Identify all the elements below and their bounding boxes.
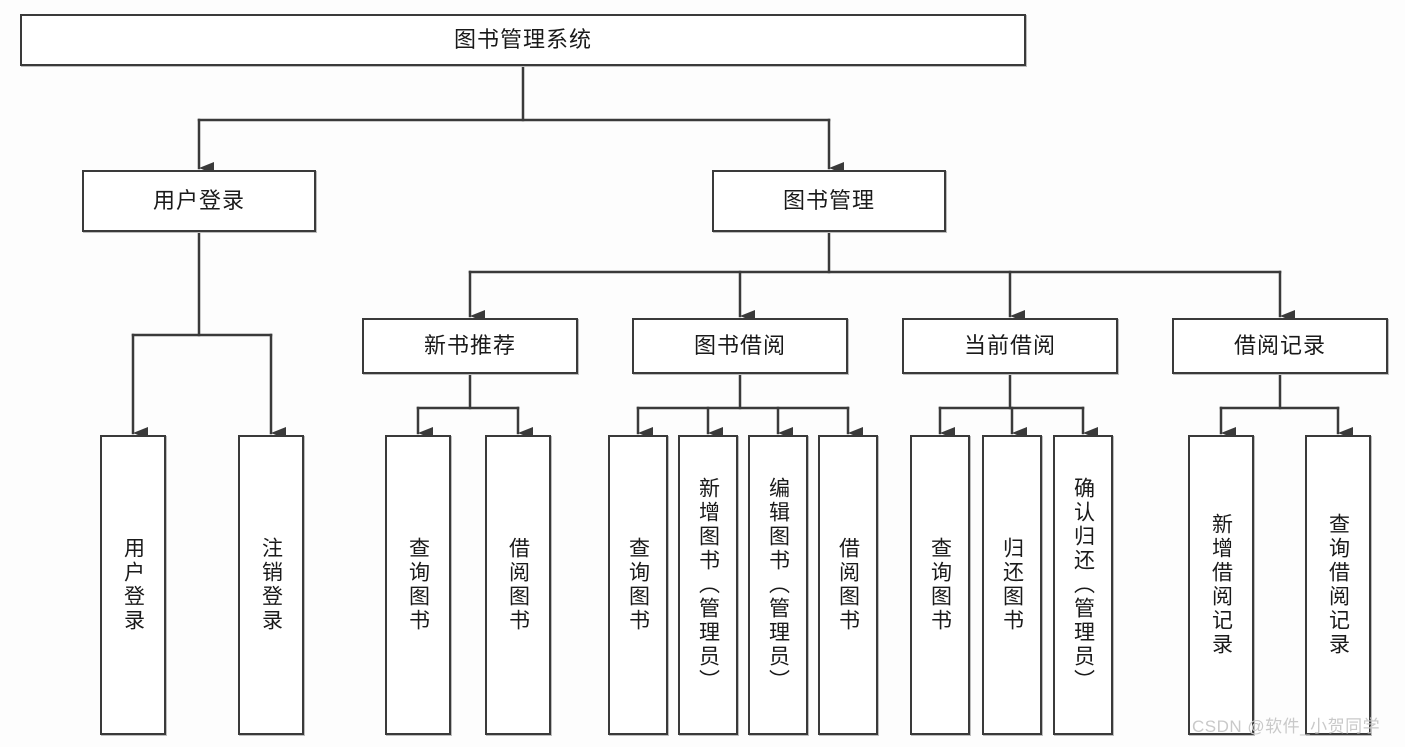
node-new-book-rec-label: 新书推荐 [423,333,516,358]
node-leaf-borrow-add[interactable]: 新增图书（管理员） [678,435,738,735]
node-leaf-record-search[interactable]: 查询借阅记录 [1305,435,1371,735]
node-leaf-record-search-label: 查询借阅记录 [1326,513,1350,657]
node-book-borrow[interactable]: 图书借阅 [632,318,848,374]
node-leaf-user-logout[interactable]: 注销登录 [238,435,304,735]
edge-userlogin-bus [131,230,273,337]
edge-bookmanage-bus [468,230,1282,274]
node-leaf-cur-query[interactable]: 查询图书 [910,435,970,735]
node-leaf-borrow-edit-label: 编辑图书（管理员） [766,477,790,693]
node-leaf-user-login[interactable]: 用户登录 [100,435,166,735]
node-leaf-rec-query[interactable]: 查询图书 [385,435,451,735]
node-borrow-record-label: 借阅记录 [1233,333,1326,358]
node-leaf-user-login-label: 用户登录 [121,537,145,633]
edge-newbookrec-bus [416,372,520,410]
node-user-login[interactable]: 用户登录 [82,170,316,232]
node-leaf-rec-borrow-label: 借阅图书 [506,537,530,633]
node-leaf-rec-query-label: 查询图书 [406,537,430,633]
node-leaf-cur-return[interactable]: 归还图书 [982,435,1042,735]
node-leaf-borrow-lend[interactable]: 借阅图书 [818,435,878,735]
node-book-manage-label: 图书管理 [782,188,875,213]
node-new-book-rec[interactable]: 新书推荐 [362,318,578,374]
node-leaf-cur-query-label: 查询图书 [928,537,952,633]
csdn-watermark: CSDN @软件_小贺同学 [1192,717,1381,736]
node-leaf-user-logout-label: 注销登录 [259,537,283,633]
node-leaf-cur-confirm[interactable]: 确认归还（管理员） [1053,435,1113,735]
node-leaf-borrow-query-label: 查询图书 [626,537,650,633]
node-leaf-record-add[interactable]: 新增借阅记录 [1188,435,1254,735]
node-leaf-borrow-lend-label: 借阅图书 [836,537,860,633]
node-root-label: 图书管理系统 [453,27,592,52]
node-root[interactable]: 图书管理系统 [20,14,1026,66]
node-user-login-label: 用户登录 [152,188,245,213]
node-leaf-borrow-edit[interactable]: 编辑图书（管理员） [748,435,808,735]
node-borrow-record[interactable]: 借阅记录 [1172,318,1388,374]
node-leaf-cur-confirm-label: 确认归还（管理员） [1071,477,1095,693]
edge-borrowrecord-bus [1219,372,1340,410]
node-leaf-record-add-label: 新增借阅记录 [1209,513,1233,657]
node-leaf-borrow-add-label: 新增图书（管理员） [696,477,720,693]
node-current-borrow-label: 当前借阅 [963,333,1056,358]
edge-bookborrow-bus [636,372,850,410]
node-current-borrow[interactable]: 当前借阅 [902,318,1118,374]
node-book-borrow-label: 图书借阅 [693,333,786,358]
node-leaf-borrow-query[interactable]: 查询图书 [608,435,668,735]
node-leaf-rec-borrow[interactable]: 借阅图书 [485,435,551,735]
node-book-manage[interactable]: 图书管理 [712,170,946,232]
edge-root-bus [197,64,831,122]
node-leaf-cur-return-label: 归还图书 [1000,537,1024,633]
edge-currentborrow-bus [938,372,1085,410]
